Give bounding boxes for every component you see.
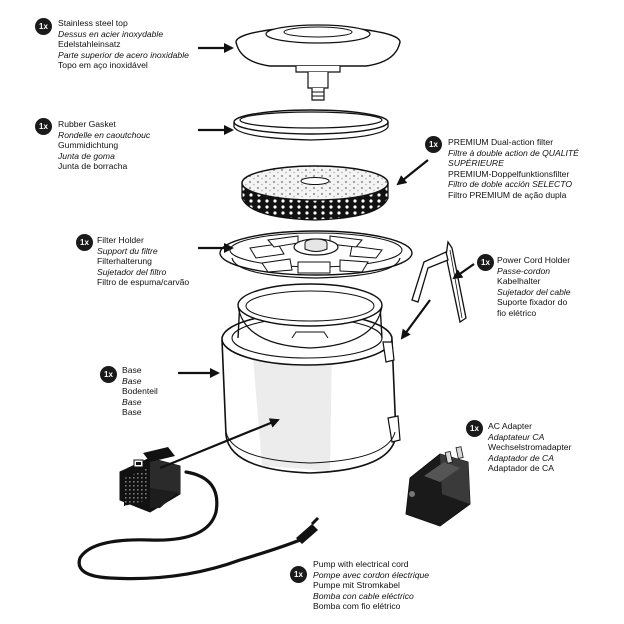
label-line: Filtro de espuma/carvão [97,277,190,288]
label-line: Topo em aço inoxidável [58,60,148,71]
label-line: Stainless steel top [58,18,128,28]
label-line: Adaptador de CA [488,463,554,474]
label-line: PREMIUM-Doppelfunktionsfilter [448,168,570,179]
label-line: Bomba con cable eléctrico [313,590,414,601]
label-line: PREMIUM Dual-action filter [448,137,554,147]
label-line: Sujetador del filtro [97,266,167,277]
label-line: Filtre à double action de QUALITÉ [448,147,579,158]
label-line: Base [122,407,142,418]
label-line: Suporte fixador do [497,297,568,308]
label-line: Adaptador de CA [488,452,554,463]
label-line: Junta de goma [58,150,115,161]
label-line: Base [122,396,142,407]
base-drawing [221,283,401,474]
label-line: Adaptateur CA [488,431,545,442]
power-cord-holder-drawing [411,240,467,324]
quantity-badge: 1x [290,566,307,583]
label-line: Filtro PREMIUM de ação dupla [448,189,567,200]
label-line: Pompe avec cordon électrique [313,569,430,580]
callout-arrows [159,43,475,470]
label-line: Passe-cordon [497,265,551,276]
rubber-gasket-drawing [233,109,389,141]
label-line: Pumpe mit Stromkabel [313,580,400,591]
label-line: Kabelhalter [497,276,541,287]
label-line: Power Cord Holder [497,255,571,265]
label-line: Filter Holder [97,235,144,245]
label-line: Edelstahleinsatz [58,39,121,50]
label-line: Rondelle en caoutchouc [58,129,151,140]
label-line: SUPÉRIEURE [448,158,504,169]
filter-holder-drawing [219,230,413,279]
quantity-badge: 1x [76,234,93,251]
quantity-badge: 1x [35,18,52,35]
quantity-badge: 1x [35,118,52,135]
quantity-badge: 1x [477,254,494,271]
label-line: AC Adapter [488,421,532,431]
label-line: fio elétrico [497,307,537,318]
label-line: Base [122,365,142,375]
label-line: Dessus en acier inoxydable [58,28,164,39]
label-line: Bodenteil [122,386,158,397]
pump-drawing [77,447,320,581]
label-line: Pump with electrical cord [313,559,409,569]
label-line: Filtro de doble acción SELECTO [448,179,573,190]
label-line: Bomba com fio elétrico [313,601,401,612]
label-line: Sujetador del cable [497,286,571,297]
stainless-steel-top-drawing [235,24,401,101]
label-line: Wechselstromadapter [488,442,572,453]
label-line: Gummidichtung [58,140,119,151]
ac-adapter-drawing [405,446,471,527]
quantity-badge: 1x [425,136,442,153]
label-line: Rubber Gasket [58,119,116,129]
label-line: Support du filtre [97,245,158,256]
label-line: Filterhalterung [97,256,152,267]
quantity-badge: 1x [466,420,483,437]
label-line: Parte superior de acero inoxidable [58,49,189,60]
quantity-badge: 1x [100,366,117,383]
label-line: Junta de borracha [58,161,128,172]
label-line: Base [122,375,142,386]
premium-filter-drawing [241,165,389,221]
